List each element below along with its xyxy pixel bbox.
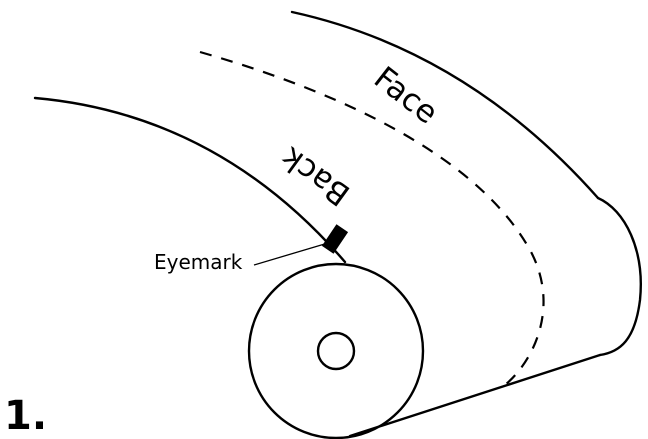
small-roll-core <box>316 331 356 371</box>
eyemark-block <box>321 224 349 254</box>
roll-bottom-tangent <box>348 353 602 438</box>
dashed-fold-line <box>199 50 545 386</box>
eyemark-leader-line <box>253 242 329 266</box>
step-number: 1. <box>4 393 47 439</box>
back-label: Back <box>275 139 357 212</box>
roll-end-cap <box>596 196 642 357</box>
small-roll <box>247 262 425 439</box>
web-outer-edge <box>290 10 600 200</box>
web-inner-edge <box>33 96 347 264</box>
eyemark-label: Eyemark <box>154 250 243 274</box>
face-label: Face <box>367 60 444 132</box>
